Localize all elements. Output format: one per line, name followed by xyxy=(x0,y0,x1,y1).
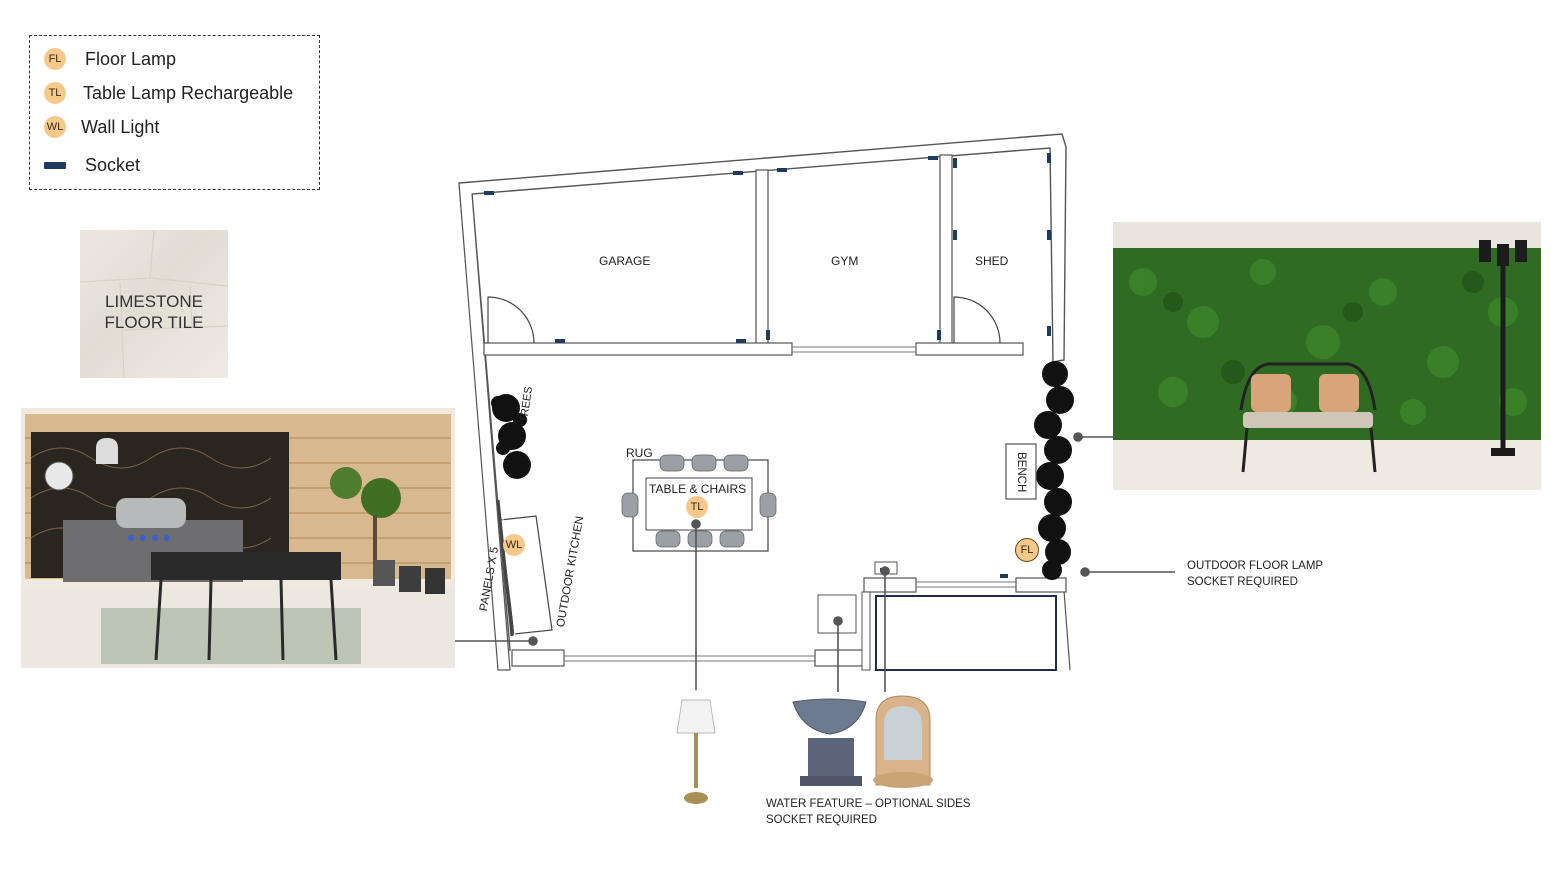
floor-lamp-note-line2: SOCKET REQUIRED xyxy=(1187,576,1298,588)
tile-label-line1: LIMESTONE xyxy=(105,292,203,311)
room-label-gym: GYM xyxy=(831,254,859,268)
legend-label: Wall Light xyxy=(81,116,160,137)
legend-item-wall-light: WL Wall Light xyxy=(44,116,159,138)
limestone-tile-swatch xyxy=(80,230,228,378)
socket-markers xyxy=(484,153,1051,624)
perimeter-walls xyxy=(458,133,1067,671)
wall-light-badge-icon: WL xyxy=(44,116,66,138)
floor-lamp-marker-icon: FL xyxy=(1015,538,1039,562)
partition-walls xyxy=(483,154,1024,356)
tile-joints-icon xyxy=(80,230,228,378)
legend-item-socket: Socket xyxy=(44,155,140,176)
legend-label: Socket xyxy=(85,155,141,175)
trees-icon xyxy=(491,394,531,479)
hedge-icon xyxy=(1034,361,1074,580)
wall-fountain-product-icon xyxy=(873,695,933,788)
socket-icon xyxy=(44,162,66,169)
tile-label: LIMESTONE FLOOR TILE xyxy=(80,291,228,333)
rug-label: RUG xyxy=(626,446,653,460)
table-chairs-label: TABLE & CHAIRS xyxy=(649,482,747,496)
bottom-wall xyxy=(511,577,1071,671)
room-label-garage: GARAGE xyxy=(599,254,651,268)
outdoor-kitchen-moodboard-image xyxy=(21,408,455,668)
water-bowl-product-icon xyxy=(792,698,867,786)
floor-lamp-badge-icon: FL xyxy=(44,48,66,70)
table-lamp-product-icon xyxy=(676,699,716,804)
legend-label: Table Lamp Rechargeable xyxy=(83,82,294,103)
table-lamp-badge-icon: TL xyxy=(44,82,66,104)
legend-box: FL Floor Lamp TL Table Lamp Rechargeable… xyxy=(29,35,320,190)
legend-label: Floor Lamp xyxy=(85,48,177,69)
legend-item-floor-lamp: FL Floor Lamp xyxy=(44,48,176,70)
door-swings xyxy=(487,296,1001,344)
wall-light-marker-icon: WL xyxy=(503,534,525,556)
table-lamp-marker-icon: TL xyxy=(686,496,708,518)
bench-outline xyxy=(1005,443,1037,500)
bench-label: BENCH xyxy=(1015,452,1027,493)
floor-lamp-note: OUTDOOR FLOOR LAMP SOCKET REQUIRED xyxy=(1187,558,1323,590)
legend-item-table-lamp: TL Table Lamp Rechargeable xyxy=(44,82,293,104)
room-label-shed: SHED xyxy=(975,254,1009,268)
floor-lamp-note-line1: OUTDOOR FLOOR LAMP xyxy=(1187,560,1324,572)
callout-lines xyxy=(455,432,1175,692)
water-feature-note: WATER FEATURE – OPTIONAL SIDES SOCKET RE… xyxy=(766,796,970,828)
water-feature-note-line1: WATER FEATURE – OPTIONAL SIDES xyxy=(766,798,971,810)
tile-label-line2: FLOOR TILE xyxy=(104,313,204,332)
water-feature-note-line2: SOCKET REQUIRED xyxy=(766,814,877,826)
bench-hedge-moodboard-image xyxy=(1113,222,1541,490)
